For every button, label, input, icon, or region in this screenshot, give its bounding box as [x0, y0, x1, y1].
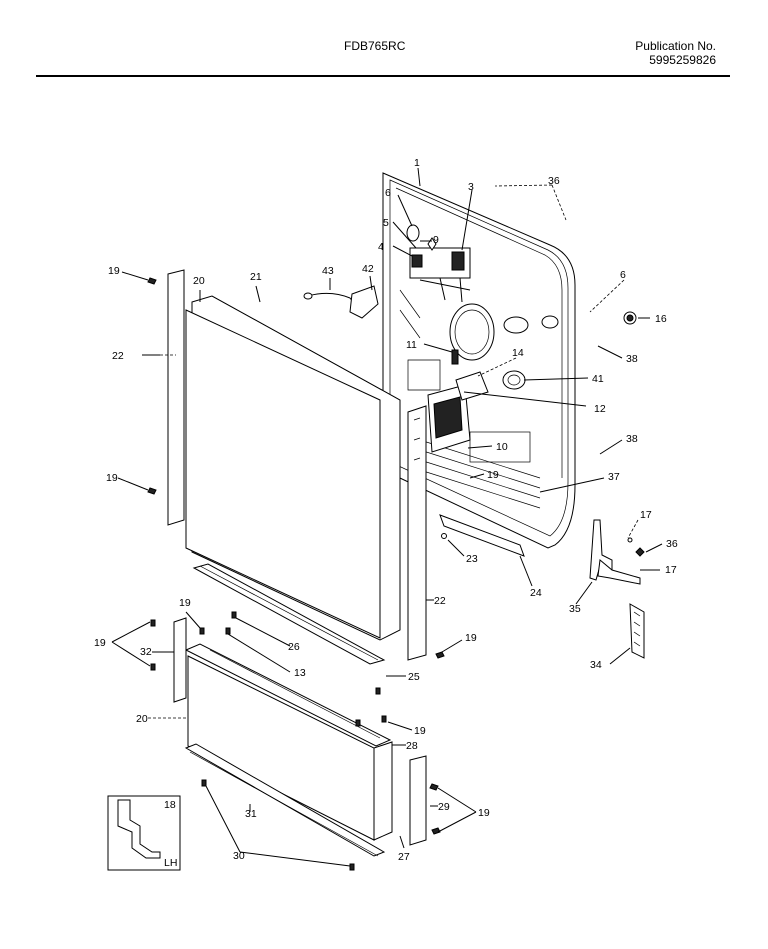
callout-23: 23	[466, 553, 478, 565]
callout-10: 10	[496, 441, 508, 453]
callout-19-lower-a: 19	[179, 597, 191, 609]
publication-info: Publication No. 5995259826	[635, 39, 716, 67]
header-rule	[36, 75, 730, 77]
callout-20-top: 20	[193, 275, 205, 287]
screws	[147, 277, 645, 871]
callout-19-upper-left: 19	[108, 265, 120, 277]
callout-1: 1	[414, 157, 420, 169]
callout-32: 32	[140, 646, 152, 658]
callout-lh: LH	[164, 857, 177, 869]
bottom-rail	[184, 743, 386, 857]
callout-labels: 1 3 36 6 9 5 4 19 20 21 43 42 6 16 22 11…	[94, 157, 678, 869]
callout-42: 42	[362, 263, 374, 275]
callout-19-right-mid: 19	[465, 632, 477, 644]
callout-13: 13	[294, 667, 306, 679]
callout-35: 35	[569, 603, 581, 615]
access-panel	[184, 643, 393, 841]
callout-36-top: 36	[548, 175, 560, 187]
hose-and-switch	[303, 285, 379, 319]
callout-17-lower: 17	[665, 564, 677, 576]
side-bracket-right	[409, 755, 427, 846]
detergent-dispenser	[427, 349, 526, 453]
callout-19-panel: 19	[414, 725, 426, 737]
callout-9: 9	[433, 234, 439, 246]
callout-43: 43	[322, 265, 334, 277]
left-side-trim	[160, 269, 185, 526]
hinge-assembly	[589, 519, 645, 659]
detail-inset	[107, 795, 181, 871]
callout-29: 29	[438, 801, 450, 813]
callout-16: 16	[655, 313, 667, 325]
callout-37: 37	[608, 471, 620, 483]
side-bracket-left	[173, 617, 187, 703]
callout-19-lower-left: 19	[94, 637, 106, 649]
callout-20-lower: 20	[136, 713, 148, 725]
leader-lines	[111, 167, 663, 867]
callout-38-upper: 38	[626, 353, 638, 365]
callout-38-lower: 38	[626, 433, 638, 445]
callout-14: 14	[512, 347, 524, 359]
callout-41: 41	[592, 373, 604, 385]
callout-5: 5	[383, 217, 389, 229]
callout-3: 3	[468, 181, 474, 193]
callout-22-left: 22	[112, 350, 124, 362]
outer-door-panel	[185, 295, 401, 641]
callout-19-bottom-right: 19	[478, 807, 490, 819]
callout-27: 27	[398, 851, 410, 863]
callout-36-right: 36	[666, 538, 678, 550]
callout-19-mid-left: 19	[106, 472, 118, 484]
callout-31: 31	[245, 808, 257, 820]
callout-19-center: 19	[487, 469, 499, 481]
callout-6-top: 6	[385, 187, 391, 199]
callout-21: 21	[250, 271, 262, 283]
callout-12: 12	[594, 403, 606, 415]
callout-25: 25	[408, 671, 420, 683]
callout-22-right: 22	[434, 595, 446, 607]
latch-assembly	[406, 224, 471, 303]
callout-18: 18	[164, 799, 176, 811]
callout-6-right: 6	[620, 269, 626, 281]
publication-label: Publication No.	[635, 39, 716, 53]
callout-4: 4	[378, 241, 384, 253]
callout-30: 30	[233, 850, 245, 862]
callout-11: 11	[406, 339, 417, 351]
right-side-trim	[407, 405, 427, 661]
callout-34: 34	[590, 659, 602, 671]
callout-28: 28	[406, 740, 418, 752]
callout-26: 26	[288, 641, 300, 653]
model-number: FDB765RC	[344, 39, 406, 53]
bottom-channels	[192, 514, 525, 665]
publication-number: 5995259826	[649, 53, 716, 67]
callout-17-upper: 17	[640, 509, 652, 521]
bolt-part	[623, 311, 637, 325]
callout-24: 24	[530, 587, 542, 599]
